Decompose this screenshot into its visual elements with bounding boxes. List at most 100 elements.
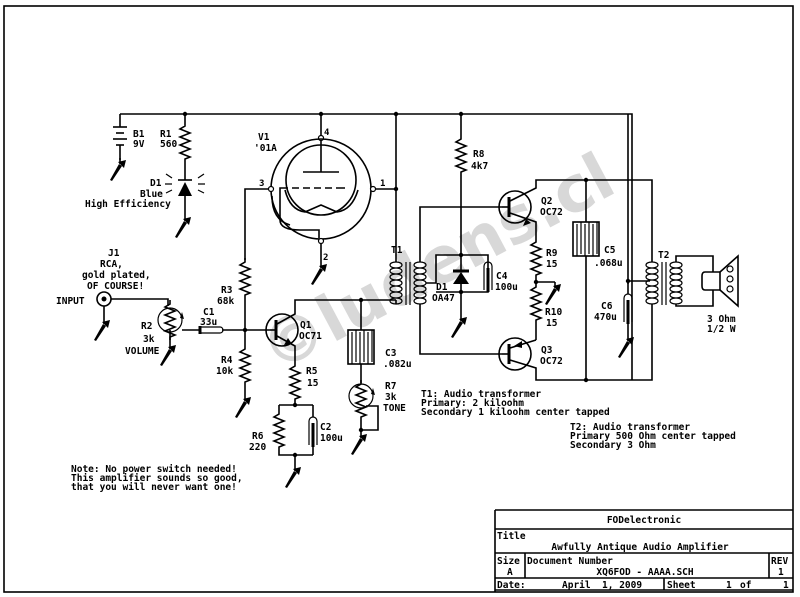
speaker-impedance: 3 Ohm <box>707 314 736 325</box>
capacitor-c2: C2 100u <box>307 405 343 455</box>
diode-d1: D1 OA47 <box>432 255 469 339</box>
r4-value: 10k <box>216 366 233 377</box>
capacitor-c4: C4 100u <box>482 260 518 294</box>
j1-line2: gold plated, <box>82 270 151 281</box>
c2-value: 100u <box>320 433 343 444</box>
sheet-total: 1 <box>783 580 789 591</box>
t1-note-line: Primary: 2 kiloohm <box>421 398 524 409</box>
power-note-line: This amplifier sounds so good, <box>71 473 243 484</box>
input-label: INPUT <box>56 296 85 307</box>
resistor-r10: R10 15 <box>530 282 562 340</box>
r3-ref: R3 <box>221 285 233 296</box>
r10-value: 15 <box>546 318 558 329</box>
j1-line3: OF COURSE! <box>87 281 144 292</box>
t1-note-line: T1: Audio transformer <box>421 389 541 400</box>
v1-ref: V1 <box>258 132 270 143</box>
top-rail <box>120 111 633 380</box>
b1-ref: B1 <box>133 129 145 140</box>
r2-ref: R2 <box>141 321 152 332</box>
c5-ref: C5 <box>604 245 616 256</box>
transistor-q1: Q1 OC71 <box>265 297 396 362</box>
t2-note-line: Primary 500 Ohm center tapped <box>570 431 736 442</box>
j1-ref: J1 <box>108 248 120 259</box>
size-label: Size <box>497 556 520 567</box>
transistor-q2: Q2 OC72 <box>498 177 632 238</box>
of-label: of <box>740 580 752 591</box>
c1-ref: C1 <box>203 307 215 318</box>
t1-note-line: Secondary 1 kiloohm center tapped <box>421 407 610 418</box>
q3-value: OC72 <box>540 356 563 367</box>
c4-ref: C4 <box>496 271 508 282</box>
r7-ref: R7 <box>385 381 396 392</box>
v1-pin1: 1 <box>380 179 385 189</box>
t2-ref: T2 <box>658 250 669 261</box>
r5-ref: R5 <box>306 366 318 377</box>
battery-b1: B1 9V <box>109 114 145 182</box>
q3-ref: Q3 <box>541 345 553 356</box>
sheet-number: 1 <box>726 580 732 591</box>
b1-value: 9V <box>133 139 145 150</box>
c3-value: .082u <box>383 359 412 370</box>
r7-value: 3k <box>385 392 397 403</box>
resistor-r1: R1 560 <box>160 114 191 163</box>
size-value: A <box>507 567 513 578</box>
date-label: Date: <box>497 580 526 591</box>
resistor-r8: R8 4k7 <box>455 114 488 258</box>
c1-value: 33u <box>200 317 217 328</box>
v1-pin3: 3 <box>259 179 264 189</box>
document-title: Awfully Antique Audio Amplifier <box>551 542 729 553</box>
docnum-value: XQ6FOD - AAAA.SCH <box>596 567 694 578</box>
c6-ref: C6 <box>601 301 613 312</box>
resistor-r3: R3 68k <box>217 257 251 330</box>
speaker-power: 1/2 W <box>707 324 736 335</box>
q1-ref: Q1 <box>300 320 312 331</box>
jack-j1: J1 RCA, gold plated, OF COURSE! INPUT <box>56 248 169 342</box>
t1-ref: T1 <box>391 245 403 256</box>
power-note: Note: No power switch needed! This ampli… <box>71 464 243 493</box>
r5-value: 15 <box>307 378 319 389</box>
r8-ref: R8 <box>473 149 485 160</box>
capacitor-c5: C5 .068u <box>572 180 623 380</box>
r3-value: 68k <box>217 296 234 307</box>
c6-value: 470u <box>594 312 617 323</box>
c4-value: 100u <box>495 282 518 293</box>
sheet-label: Sheet <box>667 580 696 591</box>
q2-value: OC72 <box>540 207 563 218</box>
r7-note: TONE <box>383 403 406 414</box>
title-block: FODelectronic Title Awfully Antique Audi… <box>494 509 793 592</box>
r2-value: 3k <box>143 334 155 345</box>
d1-ref: D1 <box>436 282 448 293</box>
resistor-r4: R4 10k <box>216 330 252 419</box>
led-ref: D1 <box>150 178 162 189</box>
d1-value: OA47 <box>432 293 455 304</box>
r4-ref: R4 <box>221 355 233 366</box>
r2-note: VOLUME <box>125 346 160 357</box>
t2-note-line: Secondary 3 Ohm <box>570 440 656 451</box>
power-note-line: that you will never want one! <box>71 482 237 493</box>
speaker-icon: 3 Ohm 1/2 W <box>701 254 739 335</box>
power-note-line: Note: No power switch needed! <box>71 464 237 475</box>
r6-ref: R6 <box>252 431 264 442</box>
r9-ref: R9 <box>546 248 558 259</box>
capacitor-c6: C6 470u <box>594 114 650 359</box>
c5-value: .068u <box>594 258 623 269</box>
t1-note: T1: Audio transformer Primary: 2 kiloohm… <box>421 389 610 418</box>
t2-note-line: T2: Audio transformer <box>570 422 690 433</box>
led-d1: D1 Blue High Efficiency <box>85 162 205 239</box>
r9-value: 15 <box>546 259 558 270</box>
pot-r2: R2 3k VOLUME <box>125 299 184 367</box>
transformer-t2: T2 <box>632 179 714 381</box>
transistor-q3: Q3 OC72 <box>498 337 632 383</box>
docnum-label: Document Number <box>527 556 613 567</box>
v1-pin4: 4 <box>324 128 330 138</box>
r1-ref: R1 <box>160 129 172 140</box>
sheet-border <box>3 5 794 593</box>
led-note: High Efficiency <box>85 199 171 210</box>
t2-note: T2: Audio transformer Primary 500 Ohm ce… <box>570 422 736 451</box>
tube-v1: V1 '01A 1 2 3 4 <box>244 114 399 286</box>
resistor-r9: R9 15 <box>530 237 562 306</box>
r8-value: 4k7 <box>471 161 488 172</box>
led-value: Blue <box>140 189 163 200</box>
r10-ref: R10 <box>545 307 562 318</box>
